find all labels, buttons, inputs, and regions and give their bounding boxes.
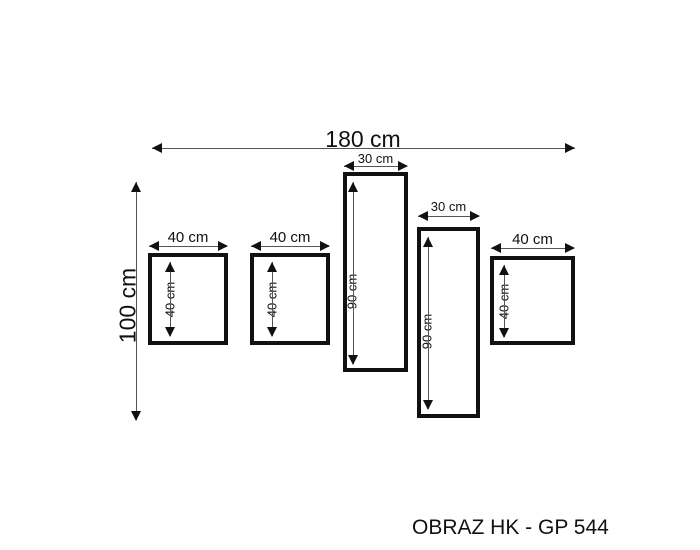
panel-5-width-arrow-right-icon <box>565 243 575 253</box>
panel-2-height-dimension-line <box>272 262 273 336</box>
panel-5-height-arrow-down-icon <box>499 328 509 338</box>
panel-5-height-arrow-up-icon <box>499 265 509 275</box>
overall-width-arrow-left-icon <box>152 143 162 153</box>
panel-3-height-arrow-down-icon <box>348 355 358 365</box>
panel-3-height-label: 90 cm <box>344 273 360 310</box>
overall-width-arrow-right-icon <box>565 143 575 153</box>
panel-4-height-arrow-down-icon <box>423 400 433 410</box>
overall-height-arrow-up-icon <box>131 182 141 192</box>
panel-1-height-dimension-line <box>170 262 171 336</box>
panel-1-width-arrow-right-icon <box>218 241 228 251</box>
panel-4-width-dimension-line <box>418 216 479 217</box>
panel-2-width-dimension-line <box>251 246 329 247</box>
panel-3-width-arrow-right-icon <box>398 161 408 171</box>
panel-4-width-arrow-right-icon <box>470 211 480 221</box>
panel-2-width-arrow-right-icon <box>320 241 330 251</box>
panel-4-width-arrow-left-icon <box>418 211 428 221</box>
product-caption: OBRAZ HK - GP 544 <box>412 516 609 539</box>
panel-3-width-dimension-line <box>344 166 407 167</box>
panel-3-width-label: 30 cm <box>357 151 394 166</box>
panel-1[interactable] <box>148 253 228 345</box>
panel-1-width-label: 40 cm <box>167 229 209 246</box>
panel-2-height-arrow-up-icon <box>267 262 277 272</box>
panel-1-width-dimension-line <box>149 246 227 247</box>
panel-4-width-label: 30 cm <box>430 199 467 214</box>
panel-4-height-arrow-up-icon <box>423 237 433 247</box>
panel-3-height-arrow-up-icon <box>348 182 358 192</box>
overall-width-label: 180 cm <box>325 126 401 152</box>
panel-1-height-arrow-down-icon <box>165 327 175 337</box>
panel-2[interactable] <box>250 253 330 345</box>
panel-2-width-arrow-left-icon <box>251 241 261 251</box>
panel-3-height-dimension-line <box>353 182 354 364</box>
panel-4-height-label: 90 cm <box>419 313 435 350</box>
panel-2-width-label: 40 cm <box>269 229 311 246</box>
panel-5-height-dimension-line <box>504 265 505 337</box>
panel-3-width-arrow-left-icon <box>344 161 354 171</box>
panel-5-width-label: 40 cm <box>512 231 553 248</box>
panel-1-width-arrow-left-icon <box>149 241 159 251</box>
panel-2-height-arrow-down-icon <box>267 327 277 337</box>
panel-1-height-arrow-up-icon <box>165 262 175 272</box>
panel-4-height-dimension-line <box>428 237 429 409</box>
overall-width-dimension-line <box>152 148 575 149</box>
overall-height-arrow-down-icon <box>131 411 141 421</box>
overall-height-dimension-line <box>136 182 137 420</box>
panel-5-width-arrow-left-icon <box>491 243 501 253</box>
panel-5-width-dimension-line <box>491 248 574 249</box>
panel-4[interactable] <box>417 227 480 418</box>
